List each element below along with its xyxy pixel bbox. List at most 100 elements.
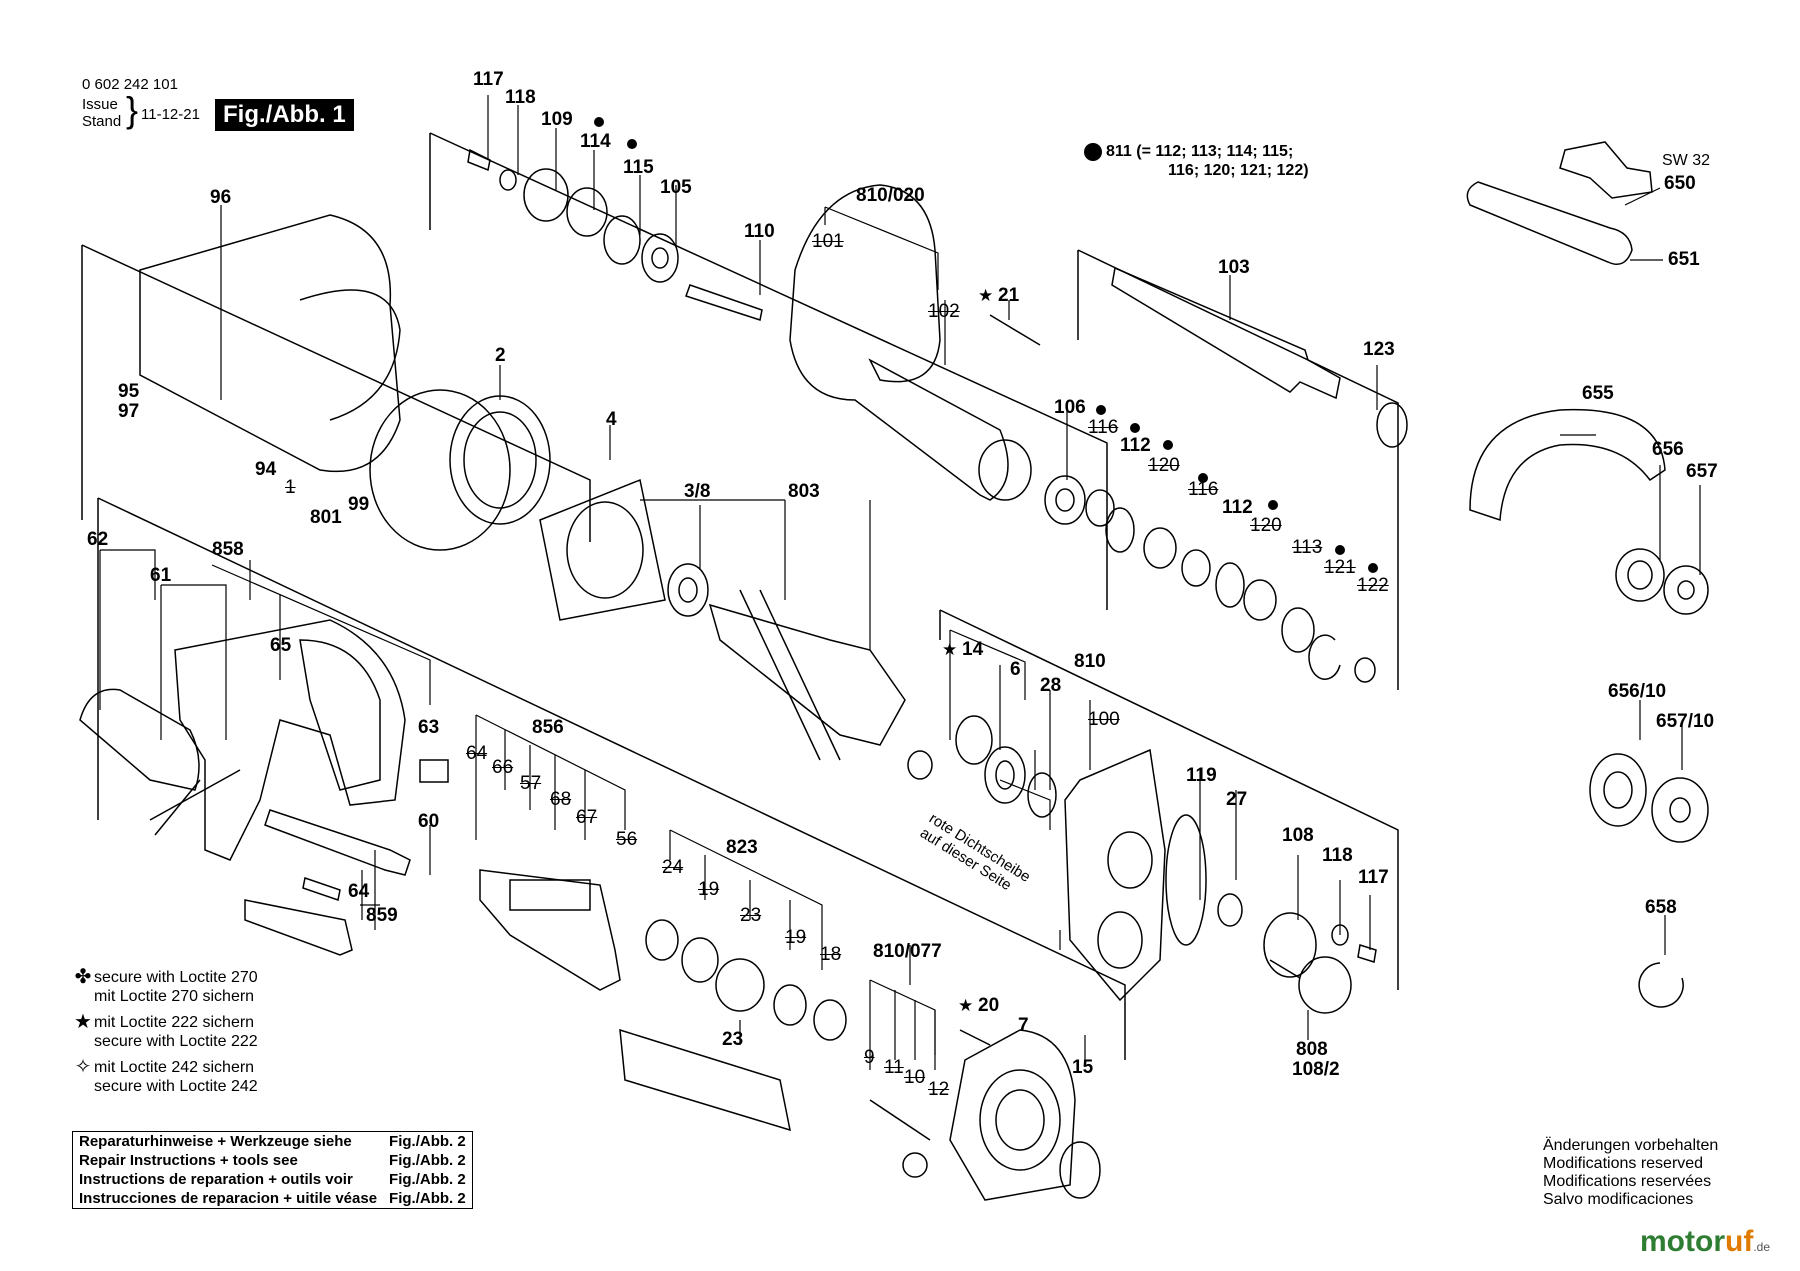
part-callout-808: 808 <box>1296 1039 1328 1060</box>
nut-657-drawing <box>1663 565 1709 615</box>
part-callout-108: 108 <box>1282 825 1314 846</box>
part-callout-103: 103 <box>1218 257 1250 278</box>
sleeve-859-drawing <box>244 899 353 956</box>
legend-line1: secure with Loctite 270 <box>94 969 258 986</box>
part-callout-11: 11 <box>884 1057 904 1078</box>
loctite-legend: ✤ secure with Loctite 270 mit Loctite 27… <box>72 967 258 1096</box>
part-callout-9: 9 <box>864 1047 875 1068</box>
kit-marker-dots <box>594 117 1378 573</box>
part-callout-657-10: 657/10 <box>1656 711 1715 732</box>
part-callout-651: 651 <box>1668 249 1700 270</box>
switch-856-drawing <box>479 869 621 991</box>
field-2-drawing <box>369 389 511 551</box>
part-callout-116b: 116 <box>1188 479 1219 500</box>
part-callout-109: 109 <box>541 109 573 130</box>
part-callout-101: 101 <box>812 231 844 252</box>
part-callout-114: 114 <box>580 131 611 152</box>
ring-123-drawing <box>1376 402 1408 448</box>
part-callout-115: 115 <box>623 157 654 178</box>
issue-date: 11-12-21 <box>141 106 200 123</box>
part-callout-112a: 112 <box>1120 435 1151 456</box>
o-ring-15-drawing <box>1059 1141 1101 1199</box>
part-callout-120b: 120 <box>1250 515 1282 536</box>
part-callout-110: 110 <box>744 221 775 242</box>
part-callout-105: 105 <box>660 177 692 198</box>
legend-line1: mit Loctite 222 sichern <box>94 1014 255 1031</box>
repair-text: Repair Instructions + tools see <box>79 1152 298 1169</box>
kit-note-line1: 811 (= 112; 113; 114; 115; <box>1106 143 1294 160</box>
part-callout-856: 856 <box>532 717 564 738</box>
part-callout-56: 56 <box>616 829 638 850</box>
frame-spindle-group <box>1077 249 1399 690</box>
part-callout-858: 858 <box>212 539 244 560</box>
part-callout-60: 60 <box>418 811 440 832</box>
washer-118-drawing <box>499 169 517 191</box>
guard-655-drawing <box>1469 408 1666 522</box>
part-callout-24: 24 <box>662 857 684 878</box>
part-callout-106: 106 <box>1054 397 1086 418</box>
clamp-63-drawing <box>419 759 449 783</box>
part-callout-21: 21 <box>998 285 1020 306</box>
repair-ref: Fig./Abb. 2 <box>389 1133 466 1150</box>
part-callout-118a: 118 <box>505 87 536 108</box>
legend-line1: mit Loctite 242 sichern <box>94 1059 255 1076</box>
part-callout-18: 18 <box>820 944 842 965</box>
screw-21-drawing <box>989 314 1041 346</box>
part-callout-803: 803 <box>788 481 820 502</box>
screw-61-drawing <box>154 779 201 836</box>
part-callout-68: 68 <box>550 789 572 810</box>
part-callout-62: 62 <box>87 529 109 550</box>
part-callout-123: 123 <box>1363 339 1395 360</box>
part-callout-810-077: 810/077 <box>873 941 942 962</box>
armature-803-drawing <box>708 603 906 746</box>
gear-housing-drawing <box>789 184 1009 501</box>
issue-label: Issue <box>82 96 118 113</box>
part-callout-64b: 64 <box>348 881 370 902</box>
flange-656-drawing <box>1615 548 1665 602</box>
legend-line2: mit Loctite 270 sichern <box>94 988 255 1005</box>
frame-motor-group <box>81 244 591 542</box>
loctite-star-icon: ★ <box>958 996 974 1015</box>
part-number: 0 602 242 101 <box>82 76 178 93</box>
circlip-658-drawing <box>1638 962 1684 1008</box>
brush-row-drawing <box>619 1028 791 1132</box>
modifications-line: Modifications reservées <box>1543 1173 1712 1190</box>
part-callout-658: 658 <box>1645 897 1677 918</box>
gear-109-drawing <box>523 168 569 222</box>
part-callout-94: 94 <box>255 459 277 480</box>
part-callout-2: 2 <box>495 345 506 366</box>
part-callout-23a: 23 <box>740 905 762 926</box>
part-callout-656-10: 656/10 <box>1608 681 1667 702</box>
repair-text: Instrucciones de reparacion + uitile véa… <box>79 1190 378 1207</box>
part-callout-96: 96 <box>210 187 232 208</box>
part-callout-117a: 117 <box>473 69 504 90</box>
part-callout-20: 20 <box>978 995 1000 1016</box>
shaft-110-drawing <box>685 284 763 321</box>
motor-housing-96-drawing <box>139 214 401 473</box>
watermark-brand-a: motor <box>1640 1225 1725 1258</box>
repair-ref: Fig./Abb. 2 <box>389 1190 466 1207</box>
part-callout-63: 63 <box>418 717 440 738</box>
part-callout-121: 121 <box>1324 557 1356 578</box>
spindle-103-drawing <box>1111 266 1341 400</box>
part-callout-117b: 117 <box>1358 867 1389 888</box>
part-callout-61: 61 <box>150 565 172 586</box>
legend-item: ★ mit Loctite 222 sichern secure with Lo… <box>72 1012 258 1051</box>
repair-text: Reparaturhinweise + Werkzeuge siehe <box>79 1133 352 1150</box>
part-callout-119: 119 <box>1186 765 1217 786</box>
part-callout-810-020: 810/020 <box>856 185 925 206</box>
part-callout-14: 14 <box>962 639 984 660</box>
watermark-brand-b: uf <box>1725 1225 1754 1258</box>
modifications-line: Modifications reserved <box>1543 1155 1704 1172</box>
part-callout-112b: 112 <box>1222 497 1253 518</box>
part-callout-7: 7 <box>1018 1015 1029 1036</box>
figure-badge: Fig./Abb. 1 <box>215 99 354 131</box>
part-callout-657: 657 <box>1686 461 1718 482</box>
frame-gear-shaft-group <box>429 132 1108 610</box>
part-callout-65: 65 <box>270 635 292 656</box>
frame-gearbox-group <box>939 609 1399 990</box>
modifications-line: Salvo modificaciones <box>1543 1191 1694 1208</box>
part-callout-15: 15 <box>1072 1057 1094 1078</box>
